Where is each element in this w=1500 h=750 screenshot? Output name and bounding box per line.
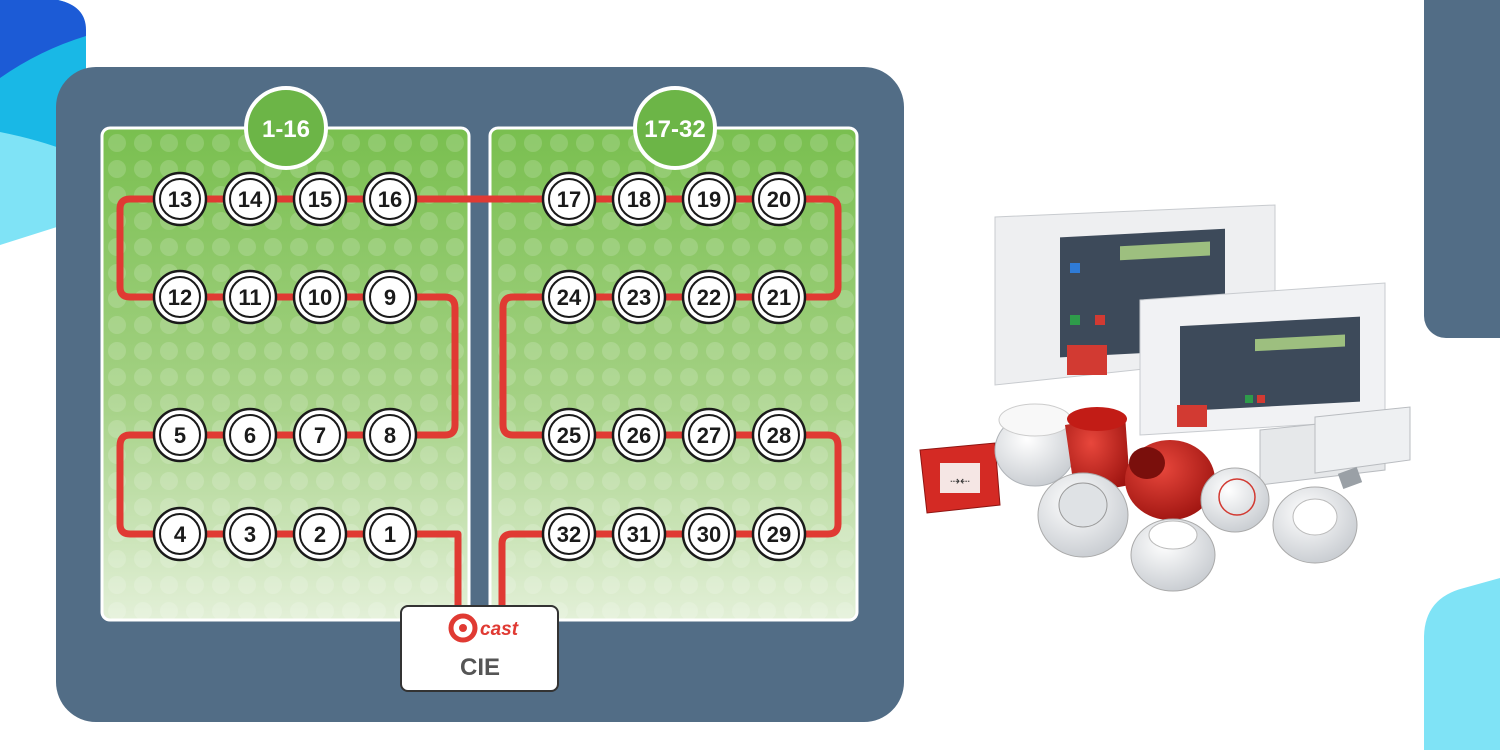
device-node-31: 31	[611, 506, 667, 562]
right-panel-decoration-top	[1424, 0, 1500, 338]
beacon-detector	[994, 403, 1076, 487]
smoke-detector-3	[1200, 467, 1270, 533]
device-node-26: 26	[611, 407, 667, 463]
device-node-24: 24	[541, 269, 597, 325]
device-node-1: 1	[362, 506, 418, 562]
device-node-6: 6	[222, 407, 278, 463]
zone-badge-1-16: 1-16	[244, 86, 328, 170]
device-number: 17	[557, 187, 581, 212]
device-node-23: 23	[611, 269, 667, 325]
device-number: 29	[767, 522, 791, 547]
zone-badge-label: 17-32	[644, 116, 705, 143]
device-number: 26	[627, 423, 651, 448]
device-number: 31	[627, 522, 651, 547]
device-node-19: 19	[681, 171, 737, 227]
device-node-32: 32	[541, 506, 597, 562]
device-node-4: 4	[152, 506, 208, 562]
smoke-detector-2	[1130, 518, 1216, 592]
device-number: 20	[767, 187, 791, 212]
device-number: 10	[308, 285, 332, 310]
device-node-30: 30	[681, 506, 737, 562]
device-number: 9	[384, 285, 396, 310]
device-node-28: 28	[751, 407, 807, 463]
device-node-27: 27	[681, 407, 737, 463]
cie-label: CIE	[460, 654, 500, 681]
device-number: 19	[697, 187, 721, 212]
device-node-2: 2	[292, 506, 348, 562]
device-number: 15	[308, 187, 332, 212]
device-number: 6	[244, 423, 256, 448]
device-number: 18	[627, 187, 651, 212]
device-number: 27	[697, 423, 721, 448]
device-node-20: 20	[751, 171, 807, 227]
device-node-22: 22	[681, 269, 737, 325]
device-number: 32	[557, 522, 581, 547]
device-number: 24	[557, 285, 582, 310]
device-node-10: 10	[292, 269, 348, 325]
device-node-12: 12	[152, 269, 208, 325]
device-number: 11	[238, 285, 261, 310]
device-node-15: 15	[292, 171, 348, 227]
device-number: 28	[767, 423, 791, 448]
device-node-5: 5	[152, 407, 208, 463]
svg-text:⇢⇠: ⇢⇠	[950, 474, 970, 488]
right-panel-decoration-bottom	[1424, 578, 1500, 750]
device-number: 12	[168, 285, 192, 310]
device-node-13: 13	[152, 171, 208, 227]
device-node-9: 9	[362, 269, 418, 325]
manual-call-point: ⇢⇠	[919, 442, 1001, 514]
device-number: 22	[697, 285, 721, 310]
smoke-detector-1	[1037, 472, 1129, 558]
zone-badge-label: 1-16	[262, 116, 310, 143]
fire-alarm-products-photo: ⇢⇠	[919, 204, 1411, 592]
sounder-red-2	[1125, 440, 1215, 520]
control-panel-front	[1139, 282, 1386, 436]
zone-panel-1-16	[100, 126, 471, 622]
device-node-18: 18	[611, 171, 667, 227]
device-node-16: 16	[362, 171, 418, 227]
cie-panel: cast CIE	[400, 605, 559, 692]
device-number: 23	[627, 285, 651, 310]
device-node-14: 14	[222, 171, 278, 227]
device-node-25: 25	[541, 407, 597, 463]
loop-wire	[116, 195, 842, 608]
device-number: 1	[384, 522, 396, 547]
cast-logo: cast	[448, 613, 519, 643]
device-node-21: 21	[751, 269, 807, 325]
device-number: 5	[174, 423, 186, 448]
device-number: 21	[767, 285, 791, 310]
device-node-17: 17	[541, 171, 597, 227]
device-node-29: 29	[751, 506, 807, 562]
device-number: 25	[557, 423, 581, 448]
device-number: 3	[244, 522, 256, 547]
brand-logo-text: cast	[480, 619, 519, 640]
device-node-3: 3	[222, 506, 278, 562]
device-node-8: 8	[362, 407, 418, 463]
smoke-detector-4	[1272, 486, 1358, 564]
device-number: 7	[314, 423, 326, 448]
device-number: 4	[174, 522, 187, 547]
device-number: 30	[697, 522, 721, 547]
device-number: 2	[314, 522, 326, 547]
device-number: 13	[168, 187, 192, 212]
device-number: 8	[384, 423, 396, 448]
device-node-11: 11	[222, 269, 278, 325]
interface-modules	[1259, 406, 1411, 489]
device-number: 14	[238, 187, 263, 212]
zone-panel-17-32	[488, 126, 859, 622]
device-number: 16	[378, 187, 402, 212]
zone-badge-17-32: 17-32	[633, 86, 717, 170]
device-node-7: 7	[292, 407, 348, 463]
